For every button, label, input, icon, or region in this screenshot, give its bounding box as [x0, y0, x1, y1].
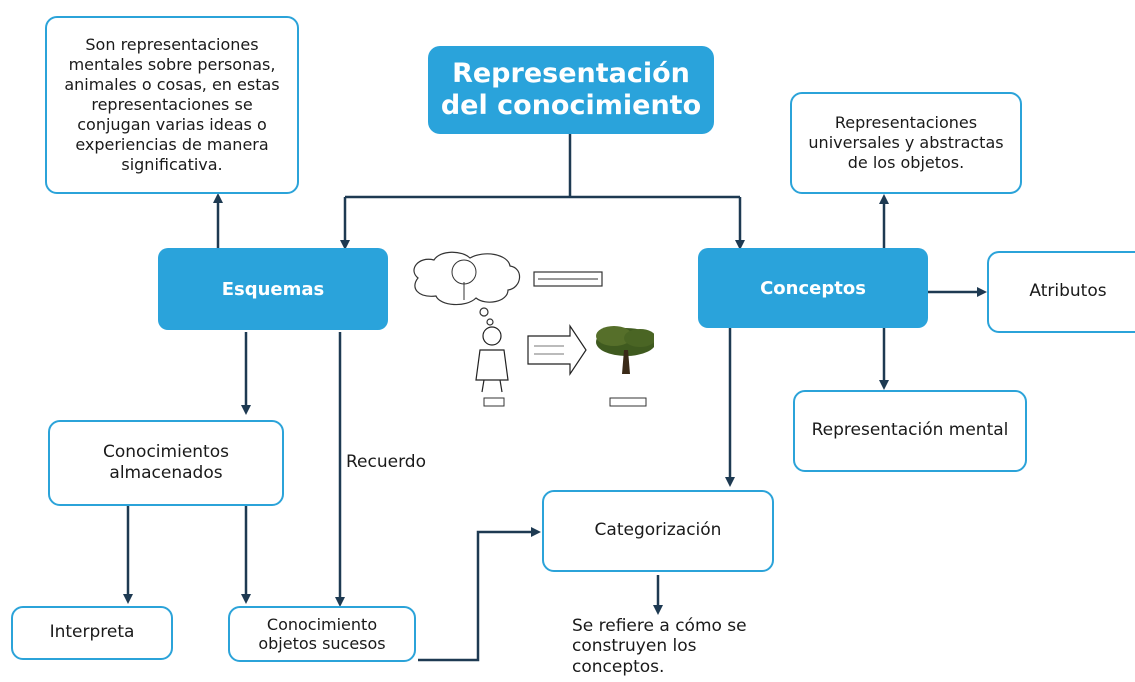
main-title-node: Representación del conocimiento [428, 46, 714, 134]
concepts-definition: Representaciones universales y abstracta… [808, 113, 1004, 172]
concepts-node: Conceptos [698, 248, 928, 328]
main-title: Representación del conocimiento [440, 57, 702, 121]
attributes: Atributos [1029, 281, 1107, 302]
stored-knowledge-node: Conocimientos almacenados [48, 420, 284, 506]
thought-cloud-icon [413, 251, 521, 326]
objects-events: Conocimiento objetos sucesos [258, 614, 386, 653]
attributes-node: Atributos [987, 251, 1135, 333]
stored-knowledge: Conocimientos almacenados [103, 441, 229, 483]
recall-label: Recuerdo [346, 452, 426, 472]
tree-photo-icon [596, 326, 654, 374]
categorization: Categorización [594, 520, 722, 541]
process-arrow-icon [527, 324, 587, 376]
mental-rep-node: Representación mental [793, 390, 1027, 472]
mental-rep: Representación mental [811, 420, 1009, 441]
schemas-definition: Son representaciones mentales sobre pers… [64, 35, 280, 174]
categorization-note: Se refiere a cómo se construyen los conc… [572, 616, 747, 677]
interprets-node: Interpreta [11, 606, 173, 660]
schemas-label: Esquemas [221, 278, 325, 300]
concepts-label: Conceptos [760, 277, 866, 299]
objects-events-node: Conocimiento objetos sucesos [228, 606, 416, 662]
person-sketch-icon [475, 326, 509, 393]
concepts-definition-node: Representaciones universales y abstracta… [790, 92, 1022, 194]
categorization-node: Categorización [542, 490, 774, 572]
mental-image-illustration [413, 251, 654, 407]
schemas-definition-node: Son representaciones mentales sobre pers… [45, 16, 299, 194]
sketch-tree-icon [451, 259, 477, 300]
interprets: Interpreta [49, 622, 135, 643]
schemas-node: Esquemas [158, 248, 388, 330]
